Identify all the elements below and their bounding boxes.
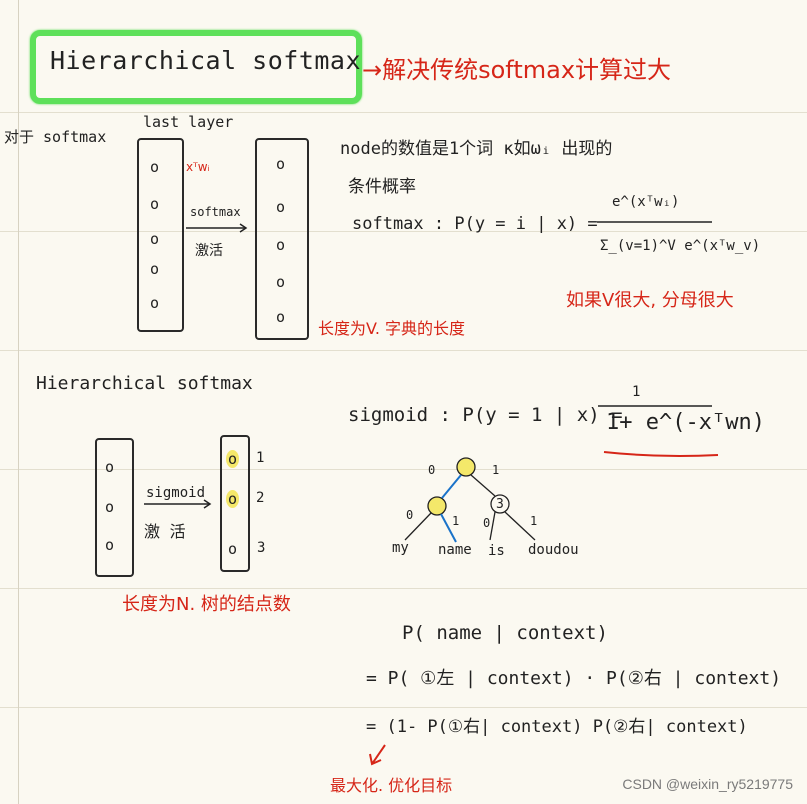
softmax-output-vector [255, 138, 309, 340]
hs-activation-label: 激 活 [144, 522, 186, 541]
tree-edge-label: 1 [452, 514, 460, 528]
last-layer-node: o [150, 158, 160, 176]
output-node: o [276, 198, 286, 216]
node-description-line2: 条件概率 [348, 177, 416, 197]
hs-output-vector [220, 435, 250, 572]
last-layer-label: last layer [143, 113, 234, 131]
hs-input-node: o [105, 458, 115, 476]
tree-right-child-label: 3 [496, 497, 504, 512]
sigmoid-formula-numerator: 1 [632, 384, 641, 400]
last-layer-node: o [150, 294, 160, 312]
hs-input-node: o [105, 498, 115, 516]
hs-output-index: 3 [257, 540, 266, 556]
node-description-line1: node的数值是1个词 ĸ如ωᵢ 出现的 [340, 139, 613, 159]
tree-left-child-node [427, 496, 447, 516]
tree-leaf: is [488, 543, 505, 559]
last-layer-vector [137, 138, 184, 332]
tree-edge-right-is [489, 511, 496, 541]
tree-edge-label: 0 [483, 516, 491, 530]
hs-output-node: o [226, 450, 240, 468]
output-node: o [276, 273, 286, 291]
softmax-section-label: 对于 softmax [4, 128, 107, 146]
tree-leaf: doudou [528, 542, 579, 558]
xw-label: xᵀwᵢ [186, 160, 210, 174]
hs-input-vector [95, 438, 134, 577]
equation-line2: = P( ①左 | context) · P(②右 | context) [366, 668, 782, 689]
equation-line3: = (1- P(①右| context) P(②右| context) [366, 717, 748, 737]
tree-edge-right-doudou [504, 511, 536, 541]
equation-line1: P( name | context) [402, 622, 608, 644]
softmax-arrow-head [239, 223, 248, 233]
tree-length-note: 长度为N. 树的结点数 [122, 594, 291, 615]
softmax-formula-denominator: Σ_(v=1)^V e^(xᵀw_v) [600, 238, 761, 254]
tree-edge-left-my [404, 512, 432, 541]
activation-arrow-label: 激活 [195, 243, 223, 259]
tree-root-node [456, 457, 476, 477]
output-node: o [276, 308, 286, 326]
sigmoid-red-underline [603, 451, 719, 457]
title-highlight-box [30, 30, 362, 104]
tree-right-child-node [490, 494, 510, 514]
page-margin-line [18, 0, 19, 804]
target-arrow-head [369, 753, 382, 766]
optimization-target-note: 最大化. 优化目标 [330, 776, 453, 795]
sigmoid-formula-denominator: 1+ e^(-xᵀwn) [606, 410, 765, 435]
vocab-length-note: 长度为V. 字典的长度 [318, 319, 466, 338]
hs-section-label: Hierarchical softmax [36, 373, 253, 394]
tree-edge-label: 1 [530, 514, 538, 528]
last-layer-node: o [150, 230, 160, 248]
watermark: CSDN @weixin_ry5219775 [622, 776, 793, 792]
softmax-formula-numerator: e^(xᵀwᵢ) [612, 194, 680, 210]
last-layer-node: o [150, 260, 160, 278]
sigmoid-formula-lhs: sigmoid : P(y = 1 | x) = [348, 404, 623, 426]
sigmoid-arrow-label: sigmoid [146, 485, 206, 501]
hs-output-index: 2 [256, 490, 265, 506]
tree-edge-root-right [470, 474, 496, 497]
tree-edge-label: 0 [428, 463, 436, 477]
tree-edge-label: 0 [406, 508, 414, 522]
tree-edge-label: 1 [492, 463, 500, 477]
output-node: o [276, 155, 286, 173]
title-note: →解决传统softmax计算过大 [362, 56, 672, 84]
target-arrow [371, 744, 386, 765]
tree-edge-left-name [440, 513, 457, 543]
softmax-arrow-label: softmax [190, 205, 241, 219]
sigmoid-arrow-head [203, 499, 212, 509]
tree-leaf: name [438, 542, 472, 558]
hs-input-node: o [105, 536, 115, 554]
page-title: Hierarchical softmax [50, 46, 362, 75]
hs-output-index: 1 [256, 450, 265, 466]
last-layer-node: o [150, 195, 160, 213]
tree-leaf: my [392, 540, 409, 556]
output-node: o [276, 236, 286, 254]
tree-edge-root-left [441, 474, 462, 499]
hs-output-node: o [228, 540, 238, 558]
large-v-note: 如果V很大, 分母很大 [566, 290, 734, 311]
softmax-formula-lhs: softmax : P(y = i | x) = [352, 214, 598, 234]
hs-output-node: o [226, 490, 240, 508]
